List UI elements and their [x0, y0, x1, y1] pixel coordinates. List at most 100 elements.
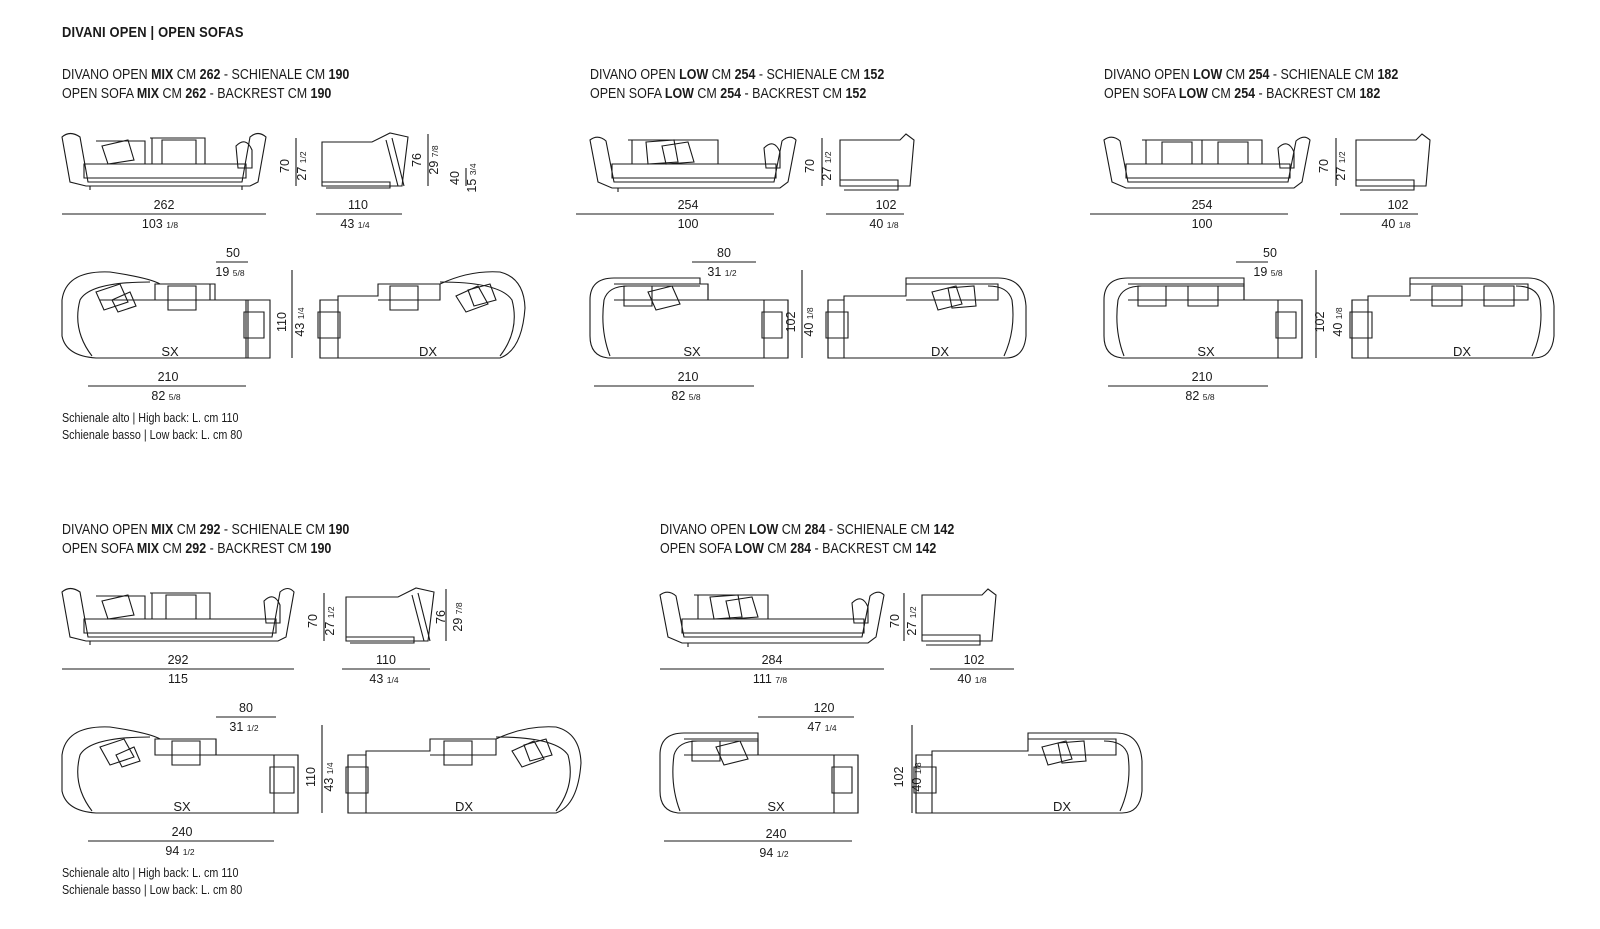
svg-text:SX: SX: [1197, 344, 1215, 359]
sofa-front-view: [659, 591, 885, 647]
svg-text:70: 70: [888, 614, 902, 628]
svg-text:40 1/8: 40 1/8: [869, 217, 898, 231]
sofa-plan-dx: [913, 732, 1143, 814]
variant-title-en: OPEN SOFA MIX CM 262 - BACKREST CM 190: [62, 86, 332, 102]
page-title: DIVANI OPEN | OPEN SOFAS: [62, 24, 244, 41]
sofa-plan-dx: [317, 271, 526, 359]
svg-text:254: 254: [678, 198, 699, 212]
svg-text:SX: SX: [767, 799, 785, 814]
svg-text:50: 50: [226, 246, 240, 260]
svg-text:110: 110: [376, 653, 396, 667]
sofa-plan-sx: [61, 271, 271, 359]
sofa-side-view: [921, 588, 997, 646]
svg-text:111 7/8: 111 7/8: [753, 672, 788, 686]
variant-low-254-152: DIVANO OPEN LOW CM 254 - SCHIENALE CM 15…: [590, 66, 932, 104]
svg-text:80: 80: [717, 246, 731, 260]
svg-text:102: 102: [784, 312, 798, 333]
svg-text:102: 102: [876, 198, 897, 212]
svg-text:27 1/2: 27 1/2: [295, 151, 309, 180]
sofa-front-view: [61, 132, 267, 190]
sofa-plan-sx: [1103, 277, 1303, 359]
variant-title-it: DIVANO OPEN LOW CM 254 - SCHIENALE CM 15…: [590, 67, 885, 83]
svg-text:DX: DX: [931, 344, 949, 359]
svg-text:102: 102: [892, 767, 906, 788]
svg-text:SX: SX: [683, 344, 701, 359]
svg-text:40 1/8: 40 1/8: [910, 762, 924, 791]
svg-text:70: 70: [306, 614, 320, 628]
sofa-side-view: [345, 587, 435, 644]
svg-text:284: 284: [762, 653, 783, 667]
svg-text:DX: DX: [1053, 799, 1071, 814]
svg-text:120: 120: [814, 701, 835, 715]
svg-text:27 1/2: 27 1/2: [1334, 151, 1348, 180]
svg-text:82 5/8: 82 5/8: [151, 389, 180, 403]
svg-text:76: 76: [410, 153, 424, 167]
svg-text:50: 50: [1263, 246, 1277, 260]
svg-text:210: 210: [1192, 370, 1213, 384]
svg-text:19 5/8: 19 5/8: [215, 265, 244, 279]
svg-text:DX: DX: [455, 799, 473, 814]
dimensions: 254 100 102 40 1/8 70 27 1/2 80 31 1/2 1…: [671, 151, 949, 403]
svg-text:262: 262: [154, 198, 175, 212]
svg-text:240: 240: [766, 827, 787, 841]
svg-text:43 1/4: 43 1/4: [293, 307, 307, 336]
svg-text:254: 254: [1192, 198, 1213, 212]
svg-text:100: 100: [1192, 217, 1213, 231]
sofa-plan-dx: [1349, 277, 1555, 359]
svg-text:29 7/8: 29 7/8: [451, 602, 465, 631]
sofa-side-view: [321, 132, 409, 189]
svg-text:40: 40: [448, 171, 462, 185]
svg-text:110: 110: [275, 312, 289, 332]
dimensions: 284 111 7/8 102 40 1/8 70 27 1/2 120 47 …: [753, 606, 1072, 860]
sofa-plan-sx: [589, 277, 789, 359]
sofa-plan-sx: [659, 732, 859, 814]
svg-text:27 1/2: 27 1/2: [820, 151, 834, 180]
svg-text:94 1/2: 94 1/2: [759, 846, 788, 860]
svg-text:DX: DX: [419, 344, 437, 359]
svg-text:102: 102: [1388, 198, 1409, 212]
svg-text:40 1/8: 40 1/8: [802, 307, 816, 336]
svg-text:29 7/8: 29 7/8: [427, 145, 441, 174]
svg-text:40 1/8: 40 1/8: [957, 672, 986, 686]
svg-text:70: 70: [803, 159, 817, 173]
svg-text:27 1/2: 27 1/2: [905, 606, 919, 635]
variant-low-284-142: DIVANO OPEN LOW CM 284 - SCHIENALE CM 14…: [660, 521, 1002, 559]
sofa-plan-dx: [345, 726, 582, 814]
svg-text:100: 100: [678, 217, 699, 231]
svg-text:82 5/8: 82 5/8: [671, 389, 700, 403]
svg-text:76: 76: [434, 610, 448, 624]
svg-text:40 1/8: 40 1/8: [1331, 307, 1345, 336]
variant-title-it: DIVANO OPEN LOW CM 284 - SCHIENALE CM 14…: [660, 522, 955, 538]
svg-text:31 1/2: 31 1/2: [707, 265, 736, 279]
dimensions: 292 115 110 43 1/4 70 27 1/2 76 29 7/8 8…: [165, 602, 473, 858]
svg-text:27 1/2: 27 1/2: [323, 606, 337, 635]
sofa-side-view: [839, 133, 915, 191]
variant-title-en: OPEN SOFA LOW CM 254 - BACKREST CM 152: [590, 86, 867, 102]
svg-text:82 5/8: 82 5/8: [1185, 389, 1214, 403]
svg-text:43 1/4: 43 1/4: [369, 672, 398, 686]
variant-mix-292-notes: Schienale alto | High back: L. cm 110 Sc…: [62, 866, 243, 897]
svg-text:31 1/2: 31 1/2: [229, 720, 258, 734]
svg-text:94 1/2: 94 1/2: [165, 844, 194, 858]
svg-text:70: 70: [1317, 159, 1331, 173]
svg-text:292: 292: [168, 653, 189, 667]
svg-text:47 1/4: 47 1/4: [807, 720, 836, 734]
sofa-plan-dx: [825, 277, 1027, 359]
svg-text:102: 102: [1313, 312, 1327, 333]
svg-text:19 5/8: 19 5/8: [1253, 265, 1282, 279]
svg-text:15 3/4: 15 3/4: [465, 163, 479, 192]
svg-text:SX: SX: [161, 344, 179, 359]
variant-title-it: DIVANO OPEN MIX CM 292 - SCHIENALE CM 19…: [62, 522, 350, 538]
svg-text:110: 110: [348, 198, 368, 212]
variant-mix-262: DIVANO OPEN MIX CM 262 - SCHIENALE CM 19…: [62, 66, 396, 104]
variant-title-it: DIVANO OPEN LOW CM 254 - SCHIENALE CM 18…: [1104, 67, 1399, 83]
variant-low-254-182: DIVANO OPEN LOW CM 254 - SCHIENALE CM 18…: [1104, 66, 1446, 104]
dimensions: 262 103 1/8 110 43 1/4 70 27 1/2 76 29 7…: [142, 145, 479, 403]
svg-text:SX: SX: [173, 799, 191, 814]
variant-mix-262-notes: Schienale alto | High back: L. cm 110 Sc…: [62, 411, 243, 442]
variant-title-it: DIVANO OPEN MIX CM 262 - SCHIENALE CM 19…: [62, 67, 350, 83]
